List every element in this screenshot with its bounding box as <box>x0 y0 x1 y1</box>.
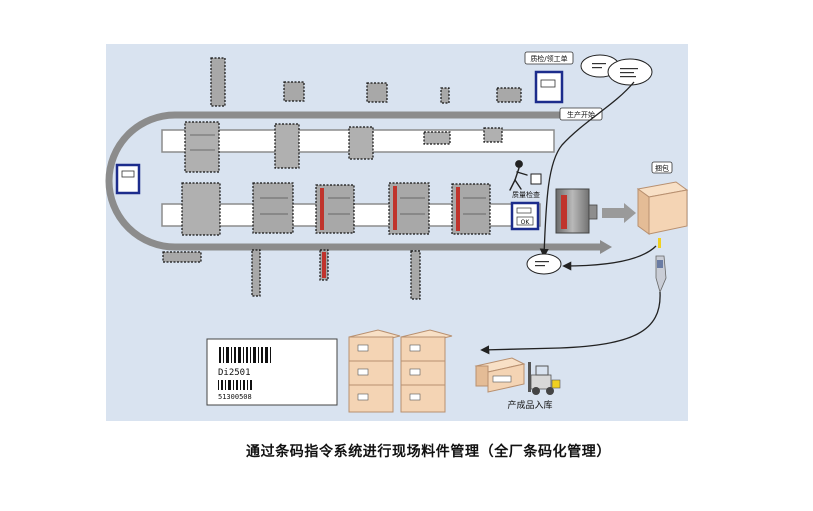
barcode-icon <box>219 347 271 363</box>
upper-machines <box>184 121 503 173</box>
inspect-issue-label: 质检/领工单 <box>530 54 567 63</box>
quality-check-label: 质量检查 <box>512 190 540 199</box>
left-barcode-ticket <box>115 163 141 195</box>
barcode-label-card: Di2501 51300508 <box>206 338 338 406</box>
arrow-scan-to-quality <box>539 81 635 258</box>
barcode-icon-small <box>218 380 252 390</box>
carton-labels <box>357 344 421 401</box>
bottom-zoom-bubbles <box>526 253 562 275</box>
inspect-issue-box: 质检/领工单 <box>524 51 574 65</box>
carton-stack <box>348 329 453 413</box>
package-box <box>636 181 689 235</box>
machine-details <box>190 134 486 215</box>
top-scanner-ticket <box>534 70 564 104</box>
label-number-text: 51300508 <box>218 393 252 401</box>
production-start-label: 生产开始 <box>567 110 595 119</box>
label-code-text: Di2501 <box>218 368 251 378</box>
loose-parts-top <box>210 57 522 107</box>
red-part <box>322 252 326 278</box>
arrow-gun-to-zoom <box>562 245 657 271</box>
bottom-zoom-bars <box>535 261 549 267</box>
warehouse-in-label: 产成品入库 <box>507 399 552 411</box>
scanner-gun-icon <box>655 238 667 294</box>
production-start-box: 生产开始 <box>559 107 603 121</box>
packing-box-label: 捆包 <box>651 161 673 174</box>
conveyor-loop <box>105 111 612 254</box>
machine-red-stripes <box>320 186 460 231</box>
forklift-icon <box>474 357 561 395</box>
arrow-to-package <box>602 203 636 223</box>
printer-machine-icon <box>555 188 598 234</box>
arrow-to-warehouse <box>480 291 661 355</box>
packing-label: 捆包 <box>655 164 669 173</box>
diagram-caption: 通过条码指令系统进行现场料件管理（全厂条码化管理） <box>246 444 611 460</box>
quality-scanner <box>510 201 540 231</box>
ok-screen-text: OK <box>521 219 531 226</box>
worker-icon <box>509 160 542 191</box>
top-zoom-bars <box>592 63 638 78</box>
